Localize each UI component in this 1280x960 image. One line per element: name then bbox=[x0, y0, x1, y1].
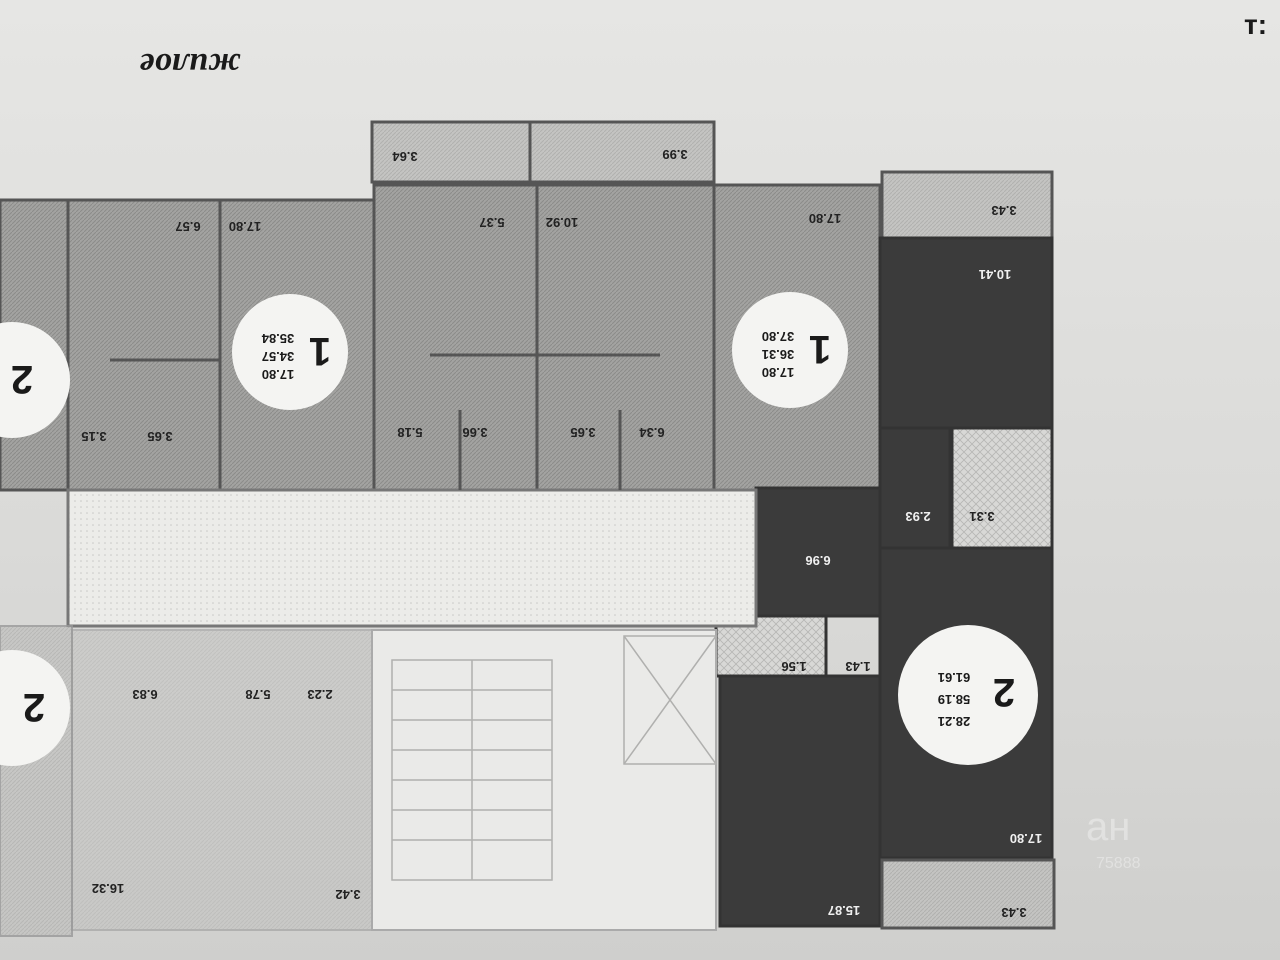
label-balcony-upper-a: 3.64 bbox=[392, 149, 418, 164]
svg-text:36.31: 36.31 bbox=[762, 347, 795, 362]
label-room: 10.92 bbox=[546, 215, 579, 230]
heading: жилое bbox=[140, 46, 242, 83]
label-room: 17.80 bbox=[809, 211, 842, 226]
label-room: 2.23 bbox=[307, 687, 332, 702]
label-room: 3.65 bbox=[570, 425, 595, 440]
label-room: 10.41 bbox=[979, 267, 1012, 282]
label-room: 5.78 bbox=[245, 687, 270, 702]
label-room: 6.57 bbox=[175, 219, 200, 234]
partitions bbox=[110, 353, 660, 490]
apartment-middle-upper bbox=[372, 183, 716, 492]
apartment-marker-left-lower bbox=[0, 650, 70, 766]
label-room: 5.18 bbox=[397, 425, 422, 440]
apartment-info-left-lower: 2 bbox=[23, 685, 45, 729]
apartment-marker-2-right bbox=[898, 625, 1038, 765]
dark-room-top bbox=[878, 236, 1054, 430]
label-room: 6.96 bbox=[805, 553, 830, 568]
svg-text:34.57: 34.57 bbox=[262, 349, 295, 364]
label-room: 6.34 bbox=[639, 425, 665, 440]
apartment-marker-left-upper bbox=[0, 322, 70, 438]
label-room: 17.80 bbox=[229, 219, 262, 234]
hall-dark bbox=[754, 486, 882, 618]
label-balcony-right-bottom: 3.43 bbox=[1001, 905, 1026, 920]
label-balcony-upper-b: 3.99 bbox=[662, 147, 687, 162]
svg-text:1: 1 bbox=[809, 327, 831, 371]
corner-mark: т: bbox=[1244, 9, 1267, 40]
apartment-info-1-right: 1 17.80 36.31 37.80 bbox=[762, 327, 831, 380]
bathroom bbox=[950, 426, 1054, 550]
label-room: 15.87 bbox=[828, 903, 861, 918]
label-room: 3.65 bbox=[147, 429, 172, 444]
dark-room-bottom-left bbox=[718, 674, 882, 928]
svg-text:37.80: 37.80 bbox=[762, 329, 795, 344]
svg-text:35.84: 35.84 bbox=[261, 331, 294, 346]
svg-text:1: 1 bbox=[309, 329, 331, 373]
apartment-info-1-left: 1 17.80 34.57 35.84 bbox=[261, 329, 331, 382]
label-room: 3.42 bbox=[335, 887, 360, 902]
balcony-right-top bbox=[880, 170, 1054, 240]
svg-text:17.80: 17.80 bbox=[762, 365, 795, 380]
balcony-upper-a bbox=[370, 120, 532, 184]
svg-text:58.19: 58.19 bbox=[938, 692, 971, 707]
balcony-right-bottom bbox=[880, 858, 1056, 930]
label-room: 1.56 bbox=[781, 659, 806, 674]
apartment-lower-left bbox=[71, 629, 373, 931]
label-room: 3.31 bbox=[969, 509, 994, 524]
svg-text:17.80: 17.80 bbox=[262, 367, 295, 382]
label-room: 17.80 bbox=[1010, 831, 1043, 846]
svg-text:2: 2 bbox=[11, 357, 33, 401]
label-room: 6.83 bbox=[132, 687, 157, 702]
label-room: 3.15 bbox=[81, 429, 106, 444]
svg-text:2: 2 bbox=[993, 670, 1015, 714]
label-balcony-right-top: 3.43 bbox=[991, 203, 1016, 218]
apartment-info-left-upper: 2 bbox=[11, 357, 33, 401]
balcony-upper-b bbox=[528, 120, 716, 184]
svg-text:28.21: 28.21 bbox=[938, 714, 971, 729]
label-room: 3.66 bbox=[462, 425, 487, 440]
apartment-marker-1-left bbox=[232, 294, 348, 410]
watermark-brand: ан bbox=[1086, 805, 1130, 849]
apartment-marker-1-right bbox=[732, 292, 848, 408]
watermark-code: 75888 bbox=[1096, 855, 1141, 872]
apartment-info-2-right: 2 28.21 58.19 61.61 bbox=[938, 670, 1015, 729]
label-room: 1.43 bbox=[845, 659, 870, 674]
label-room: 2.93 bbox=[905, 509, 930, 524]
stairs bbox=[391, 635, 717, 881]
label-room: 5.37 bbox=[479, 215, 504, 230]
label-room: 16.32 bbox=[92, 881, 125, 896]
corridor bbox=[66, 488, 758, 628]
svg-text:2: 2 bbox=[23, 685, 45, 729]
dark-room-bath-hall bbox=[878, 426, 952, 550]
svg-text:61.61: 61.61 bbox=[938, 670, 971, 685]
